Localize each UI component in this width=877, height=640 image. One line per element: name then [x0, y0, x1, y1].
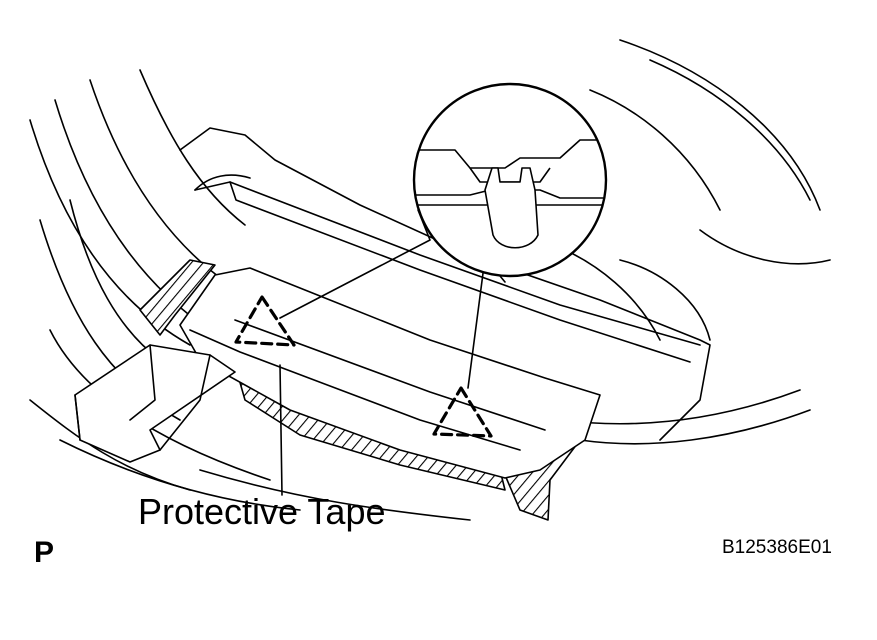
clip-head: [484, 167, 539, 249]
clip-marker-left: [234, 295, 296, 347]
trim-panel: [179, 267, 601, 479]
protective-tape-left: [139, 259, 216, 336]
callout-label: Protective Tape: [138, 491, 386, 532]
housing-lip: [194, 181, 701, 346]
figure-code: B125386E01: [722, 537, 832, 558]
lower-bracket: [74, 344, 236, 463]
detail-magnifier: [412, 82, 608, 278]
background-contours: [29, 39, 831, 521]
clip-marker-right: [432, 386, 493, 438]
view-letter: P: [34, 536, 55, 569]
callout-leader: [279, 364, 283, 496]
